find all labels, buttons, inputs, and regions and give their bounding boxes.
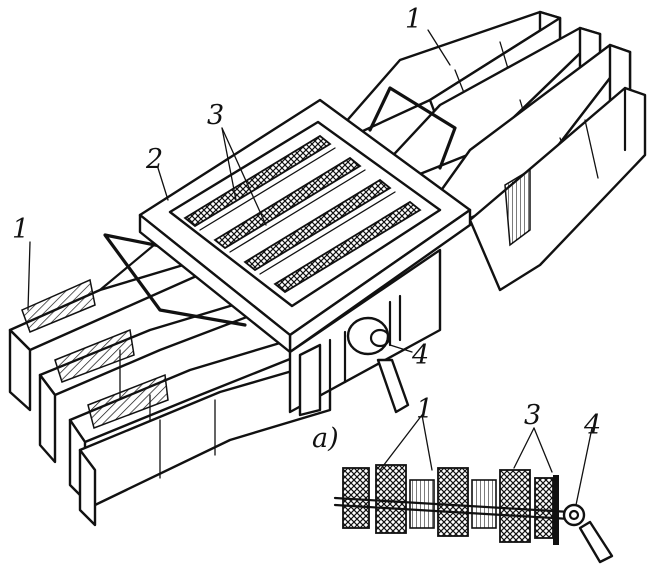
- leader-lines: [27, 29, 593, 506]
- section-blocks: [342, 464, 559, 545]
- label-strip-top: 1: [405, 4, 422, 35]
- label-view-a: а): [312, 423, 339, 454]
- label-section-strips: 1: [416, 394, 433, 425]
- section-view: [333, 464, 614, 564]
- strip-left-4: [78, 358, 332, 527]
- clamp-knob: [346, 316, 410, 414]
- label-spacers: 3: [207, 100, 224, 131]
- label-strip-left: 1: [12, 214, 29, 245]
- label-clamp-screw: 4: [411, 340, 429, 371]
- callout-labels: 1 1 2 3 4 а) 1 3 4: [12, 4, 601, 454]
- label-section-screw: 4: [583, 410, 601, 441]
- strip-left-1: [8, 238, 212, 412]
- strip-front-right: [468, 86, 647, 292]
- strip-stack: [8, 10, 647, 527]
- label-section-spacers: 3: [524, 400, 541, 431]
- clamp-frame: [103, 86, 472, 417]
- label-frame: 2: [145, 144, 163, 175]
